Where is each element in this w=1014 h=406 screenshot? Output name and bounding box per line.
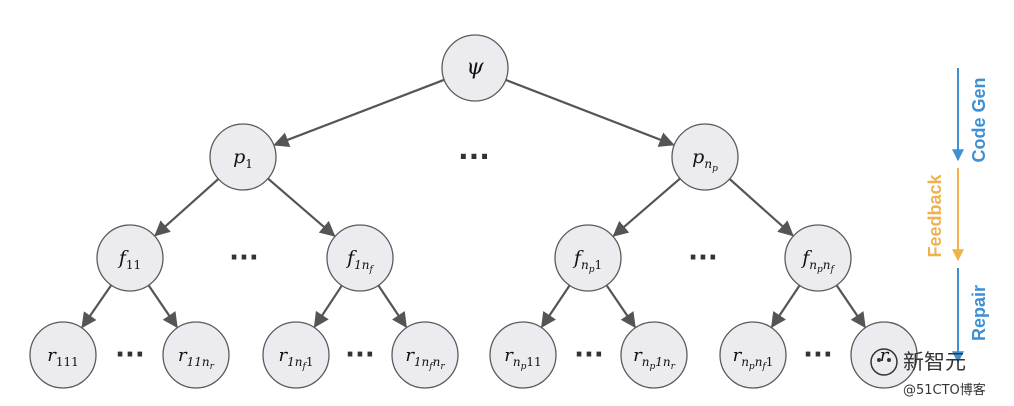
repair-node-8: r [850,321,918,389]
repair-node-4-label: r1nfnr [405,345,445,372]
tree-edges [81,78,866,329]
feedback-node-4-circle [784,224,852,292]
edge-pn-f2 [612,177,681,237]
edge-p1-f1 [267,177,336,237]
repair-node-1-label: r111 [47,345,79,369]
stage-feedback-label: Feedback [925,173,945,257]
watermark: 新智元 @51CTO博客 [870,348,986,398]
repair-node-7-label: rnpnf1 [733,345,774,372]
feedback-node-3-label: fnp1 [572,247,602,275]
feedback-node-1-label: f11 [117,247,141,272]
repair-node-8-label: r [880,345,890,366]
feedback-node-3-circle [554,224,622,292]
feedback-node-3: fnp1 [554,224,622,292]
repair-node-3-circle [262,321,330,389]
stage-code-gen-label: Code Gen [969,77,989,162]
repair-node-1-circle [29,321,97,389]
edge-root-to-p0 [273,78,445,148]
feedback-node-1-circle [96,224,164,292]
repair-node-4-circle [391,321,459,389]
edge-root-to-p1 [505,78,675,147]
ellipsis-level3-a: ··· [115,340,145,370]
ellipsis-level1: ··· [458,140,490,173]
repair-node-5-circle [489,321,557,389]
repair-node-6-label: rnp1nr [633,345,675,372]
edge-f0-r0 [81,284,113,329]
ellipsis-level3-d: ··· [803,340,833,370]
edge-f2-r4 [541,284,571,329]
edge-pn-f3 [728,178,794,237]
prompt-node-2-label: pnp [692,146,718,174]
repair-node-4: r1nfnr [391,321,459,389]
tree-nodes: ψ p1 pnp f11 f1nf fnp1 fnpnf r111 r11nr r1nf1 r1nf… [29,34,918,389]
feedback-node-2: f1nf [326,224,394,292]
repair-node-5: rnp11 [489,321,557,389]
repair-node-7-circle [719,321,787,389]
prompt-node-1-label: p1 [233,146,253,171]
prompt-node-2: pnp [671,123,739,191]
ellipsis-level2-right: ··· [688,243,718,273]
repair-node-1: r111 [29,321,97,389]
ellipsis-level3-c: ··· [574,340,604,370]
edge-f0-r1 [147,284,178,329]
root-node-circle [441,34,509,102]
edge-f1-r3 [377,284,407,329]
feedback-node-4: fnpnf [784,224,852,292]
repair-node-3-label: r1nf1 [279,345,314,372]
repair-node-2: r11nr [162,321,230,389]
repair-node-5-label: rnp11 [504,345,541,372]
watermark-brand: 新智元 [903,350,966,374]
prompt-node-2-circle [671,123,739,191]
root-node-label: ψ [466,55,484,80]
chat-logo-eye-icon [877,358,881,362]
root-node: ψ [441,34,509,102]
edge-f1-r2 [313,284,343,328]
edge-f2-r5 [605,284,636,329]
edge-p1-f0 [154,178,220,237]
feedback-node-1: f11 [96,224,164,292]
repair-node-3: r1nf1 [262,321,330,389]
ellipsis-markers: ··· ··· ··· ··· ··· ··· ··· [115,140,833,370]
ellipsis-level3-b: ··· [345,340,375,370]
edge-f3-r6 [771,284,801,329]
prompt-node-1: p1 [209,123,277,191]
watermark-source: @51CTO博客 [903,382,986,398]
repair-node-2-circle [162,321,230,389]
prompt-node-1-circle [209,123,277,191]
edge-f3-r7 [835,284,866,329]
feedback-node-4-label: fnpnf [800,247,835,275]
stage-repair-label: Repair [969,285,989,341]
chat-logo-eye-icon [887,358,891,362]
repair-node-2-label: r11nr [178,345,215,372]
repair-node-8-circle [850,321,918,389]
feedback-node-2-label: f1nf [345,247,374,275]
repair-node-7: rnpnf1 [719,321,787,389]
ellipsis-level2-left: ··· [229,243,259,273]
repair-node-6-circle [620,321,688,389]
feedback-node-2-circle [326,224,394,292]
chat-logo-icon [870,348,898,376]
stage-timeline: Code Gen Feedback Repair [925,68,989,364]
repair-node-6: rnp1nr [620,321,688,389]
